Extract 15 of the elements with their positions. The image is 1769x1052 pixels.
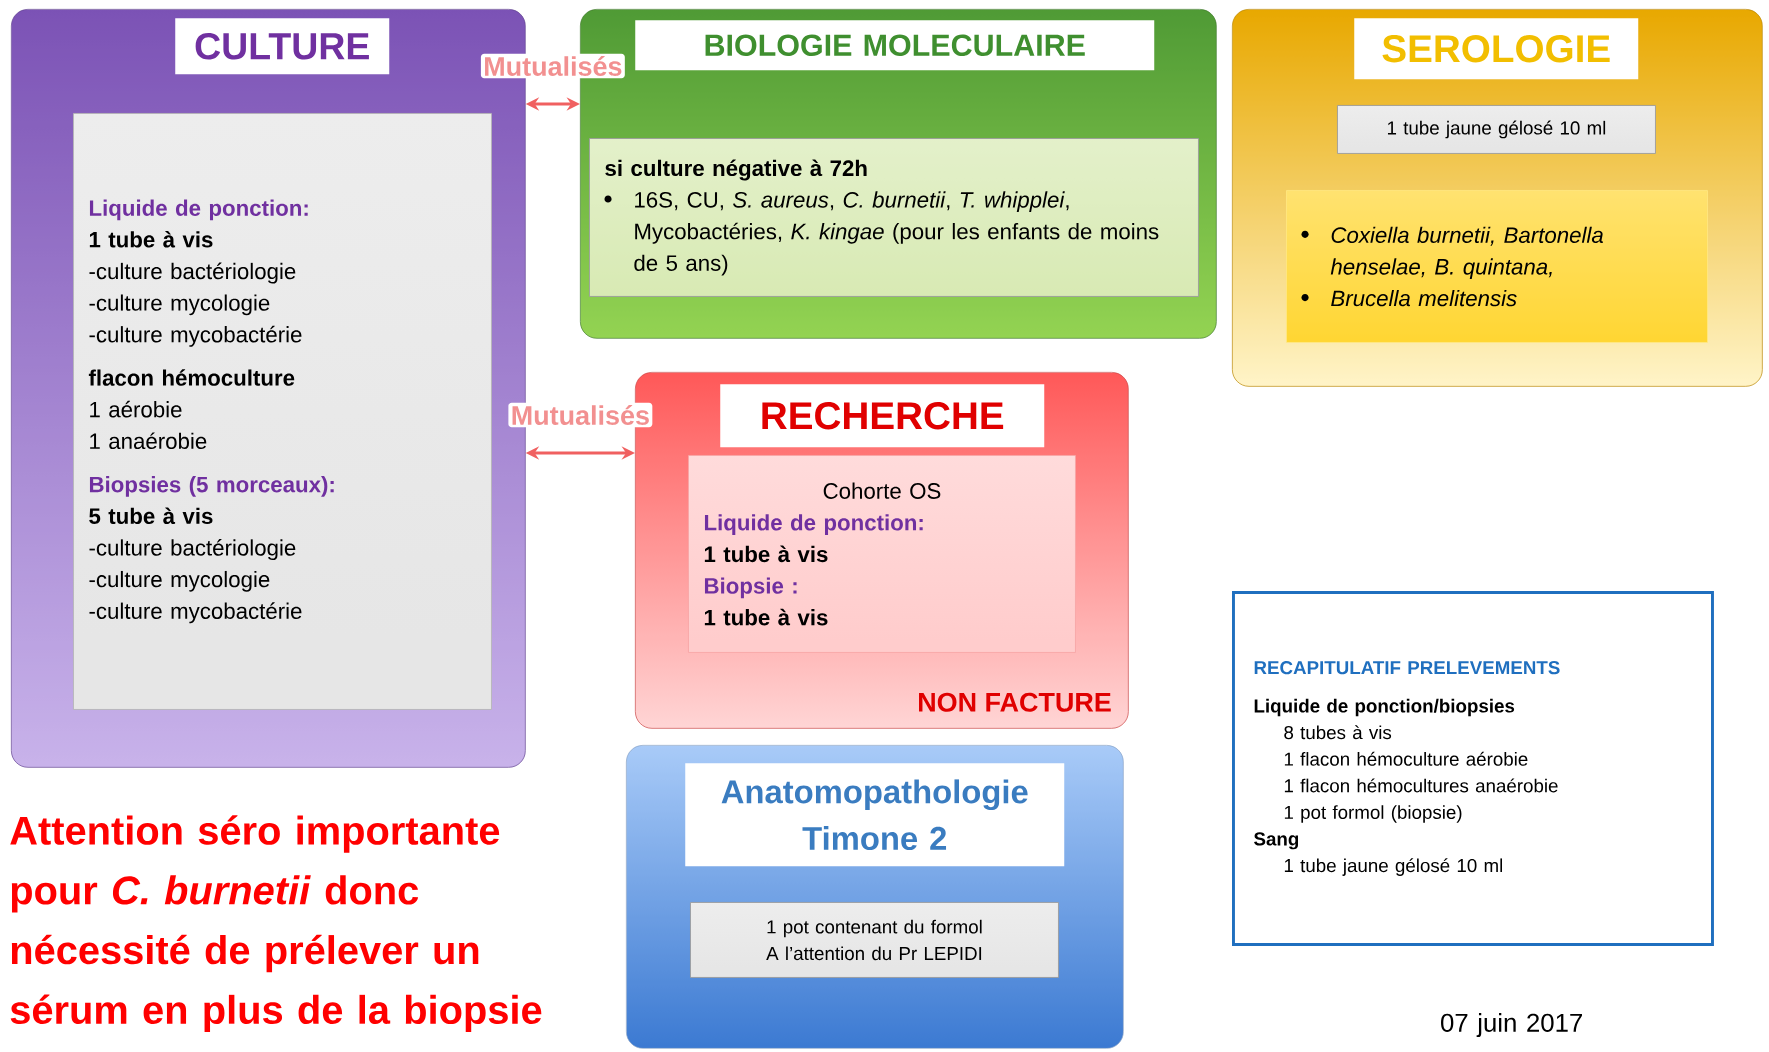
title-box: SEROLOGIE — [1354, 18, 1639, 80]
title-box: RECHERCHE — [720, 384, 1045, 448]
info-box: 1 tube jaune gélosé 10 ml — [1337, 105, 1656, 154]
title-box: CULTURE — [175, 18, 390, 75]
info-box: 1 pot contenant du formol A l’attention du Pr LEPIDI — [690, 902, 1059, 978]
info-box: si culture négative à 72h 16S, CU, S. aureus, C. burnetii, T. whipplei, Mycobactéries, K. kingae (pour les enfants de moins de 5 ans) — [589, 138, 1199, 297]
info-box: Coxiella burnetii, Bartonella henselae, B. quintana, Brucella melitensis — [1286, 190, 1708, 343]
summary-box: RECAPITULATIF PRELEVEMENTS Liquide de ponction/biopsies 8 tubes à vis 1 flacon hémoculture aérobie 1 flacon hémocultures anaérobie 1 pot formol (biopsie) Sang 1 tube jaune gélosé 10 ml — [1232, 591, 1714, 946]
edge-label: Mutualisés — [485, 56, 622, 76]
note-text: Attention séro importante pour C. burnetii donc nécessité de prélever un sérum en plus de la biopsie — [10, 815, 542, 1032]
info-box: Cohorte OS Liquide de ponction: 1 tube à vis Biopsie : 1 tube à vis — [688, 455, 1076, 653]
title-box: BIOLOGIE MOLECULAIRE — [635, 20, 1155, 71]
info-box: Liquide de ponction: 1 tube à vis -culture bactériologie -culture mycologie -culture mycobactérie flacon hémoculture 1 aérobie 1 anaérobie Biopsies (5 morceaux): 5 tube à vis -culture bactériologie -culture mycologie -culture mycobactérie — [73, 113, 492, 710]
date-text: 07 juin 2017 — [1441, 1013, 1582, 1037]
title-box: Anatomopathologie Timone 2 — [685, 763, 1065, 867]
